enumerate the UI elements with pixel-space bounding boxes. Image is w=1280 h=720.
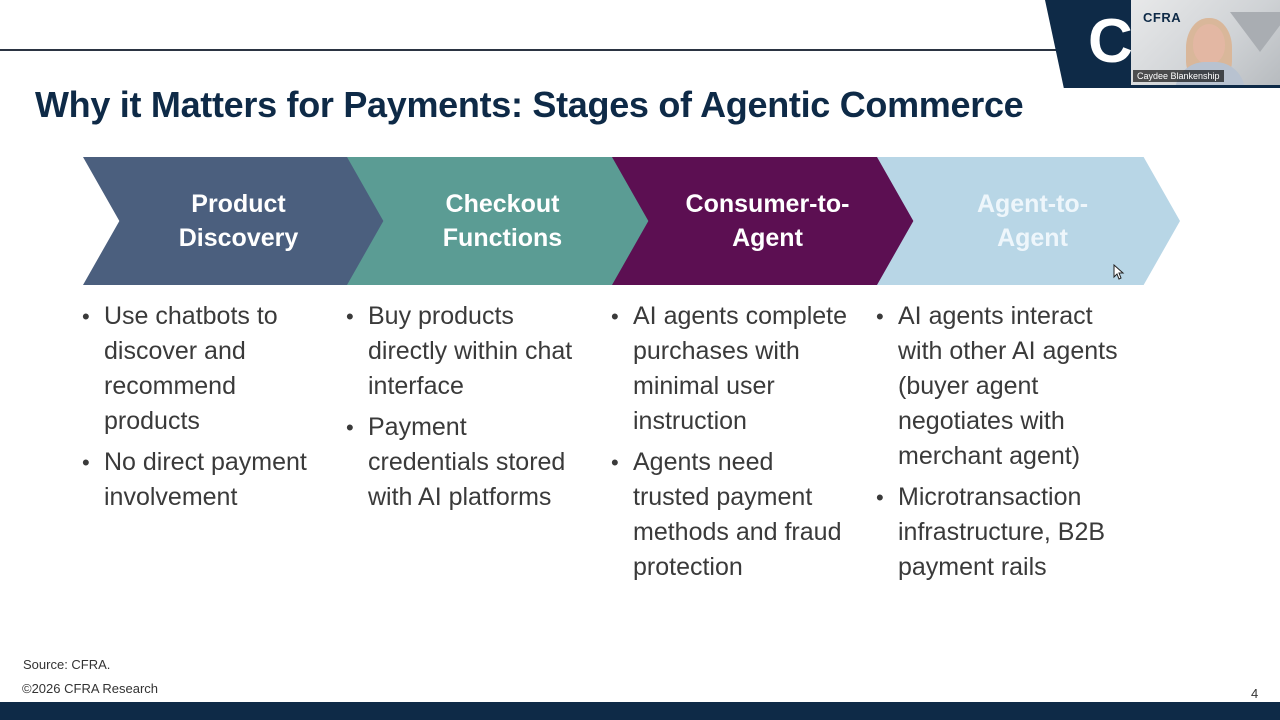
bullet-item: Buy products directly within chat interf… [346, 299, 591, 404]
bullet-item: Agents need trusted payment methods and … [611, 445, 856, 585]
slide-title: Why it Matters for Payments: Stages of A… [35, 84, 1024, 125]
copyright-note: ©2026 CFRA Research [22, 681, 159, 696]
stage-chevron-product-discovery: Product Discovery [83, 157, 386, 285]
tile-cfra-logo: CFRA [1143, 10, 1182, 25]
stage-bullets-agent-to-agent: AI agents interact with other AI agents … [876, 299, 1121, 591]
presenter-name-tag: Caydee Blankenship [1133, 70, 1224, 82]
cfra-logo: C [1088, 7, 1133, 76]
stage-chevron-consumer-to-agent: Consumer-to-Agent [612, 157, 915, 285]
stage-label: Agent-to-Agent [976, 190, 1089, 252]
stage-label: Checkout Functions [442, 190, 563, 252]
stage-label: Consumer-to-Agent [685, 190, 850, 252]
bullet-item: Microtransaction infrastructure, B2B pay… [876, 480, 1121, 585]
bullet-item: Payment credentials stored with AI platf… [346, 410, 591, 515]
stage-bullets-consumer-to-agent: AI agents complete purchases with minima… [611, 299, 856, 591]
source-note: Source: CFRA. [23, 657, 111, 672]
stage-chevron-agent-to-agent: Agent-to-Agent [877, 157, 1180, 285]
stage-label: Product Discovery [178, 190, 299, 252]
page-number: 4 [1251, 686, 1259, 701]
presenter-video-tile[interactable]: CFRA Caydee Blankenship [1131, 0, 1280, 85]
stage-chevron-checkout-functions: Checkout Functions [347, 157, 650, 285]
stage-bullets-product-discovery: Use chatbots to discover and recommend p… [82, 299, 327, 521]
bullet-item: AI agents interact with other AI agents … [876, 299, 1121, 474]
stage-bullets-checkout-functions: Buy products directly within chat interf… [346, 299, 591, 521]
background-shape [1230, 12, 1280, 52]
bullet-item: Use chatbots to discover and recommend p… [82, 299, 327, 439]
presenter-face [1193, 24, 1225, 64]
bullet-item: AI agents complete purchases with minima… [611, 299, 856, 439]
bullet-item: No direct payment involvement [82, 445, 327, 515]
footer-bar [0, 702, 1280, 720]
header-rule [0, 49, 1060, 51]
